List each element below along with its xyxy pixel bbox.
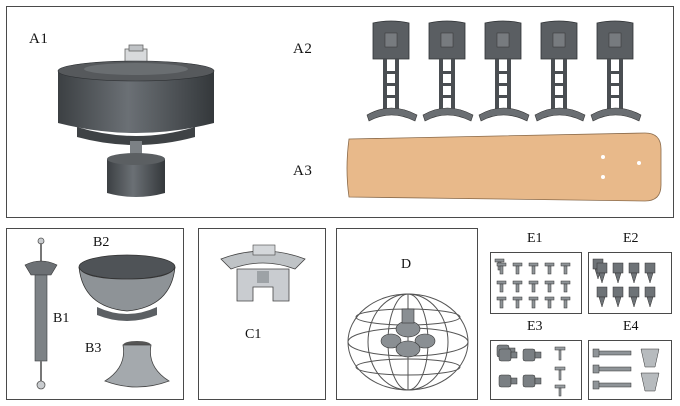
cage-guard-illustration [347,293,469,391]
panel-downrod-canopy: B1 B2 B3 [6,228,184,400]
panel-motor-blades: A1 A2 A3 [6,6,674,218]
label-e1: E1 [527,231,543,246]
panel-e2-anchors: E2 [588,231,672,314]
e2-anchors-illustration [592,258,656,308]
label-a1: A1 [29,31,49,47]
label-e3: E3 [527,319,543,334]
panel-e3-bolts: E3 [490,319,582,400]
cover-illustration [104,341,170,388]
downrod-illustration [24,237,58,390]
label-b2: B2 [93,235,110,250]
label-b3: B3 [85,341,102,356]
label-e4: E4 [623,319,639,334]
panel-e1-screws: E1 [490,231,582,314]
mounting-bracket-illustration [220,244,306,302]
label-d: D [401,257,412,272]
blade-brackets-illustration [366,20,642,122]
panel-cage-guard: D [336,228,478,400]
label-a3: A3 [293,163,313,179]
label-a2: A2 [293,41,313,57]
label-c1: C1 [245,327,262,342]
e4-wirenuts-illustration [592,348,660,392]
canopy-illustration [78,254,176,321]
blade-illustration [346,132,662,202]
label-b1: B1 [53,311,70,326]
panel-mounting-bracket: C1 [198,228,326,400]
label-e2: E2 [623,231,639,246]
e1-screws-illustration [494,258,571,309]
panel-e4-wirenuts: E4 [588,319,672,400]
motor-illustration [57,44,215,197]
e3-bolts-illustration [496,344,566,397]
